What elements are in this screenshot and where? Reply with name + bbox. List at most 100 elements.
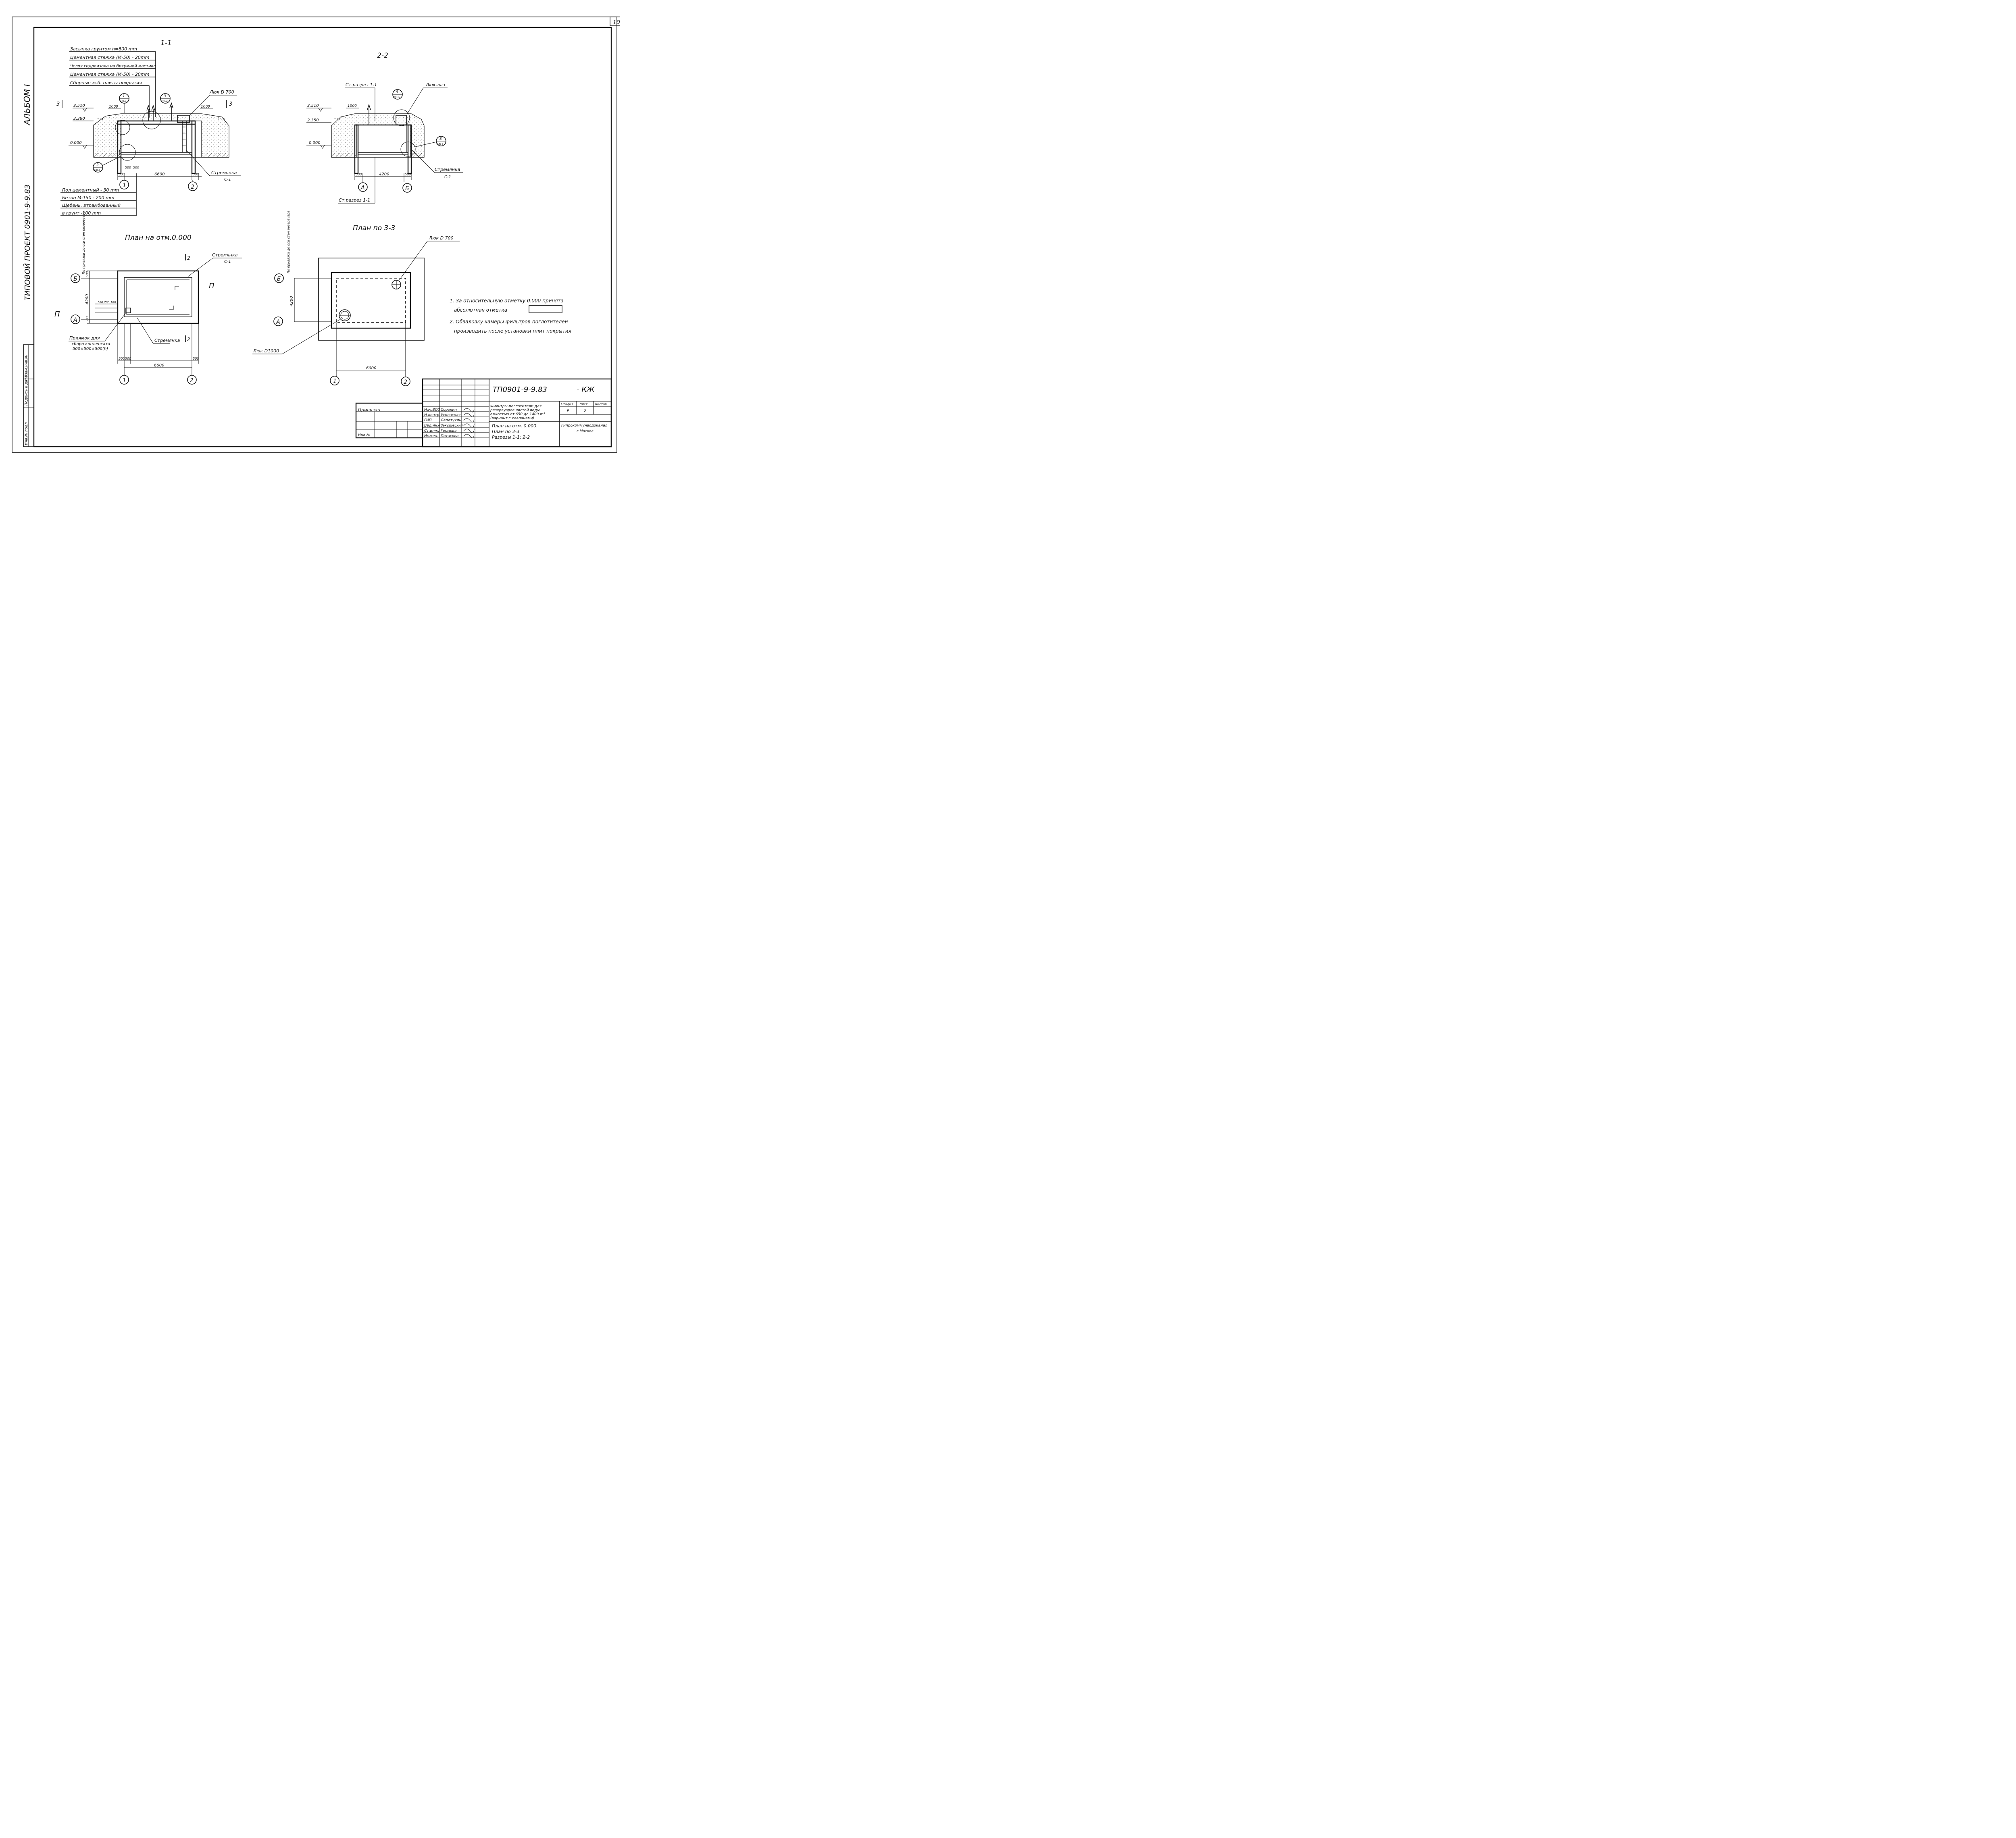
plan-000-ladder2-label: Стремянка — [154, 338, 180, 343]
slope-left: 1:15 — [96, 117, 103, 121]
ref-top-2-2: Ст.разрез 1-1 — [346, 82, 377, 87]
callout-3-num: 3 — [164, 94, 166, 98]
section-1-1: 1-1 Засыпка грунтом h=800 mm Цементная с… — [56, 39, 241, 216]
dim-1000-right: 1000 — [201, 105, 210, 109]
callout-1-code: КЖ-4 — [120, 100, 127, 103]
elev-3510: 3.510 — [73, 104, 85, 108]
tb-desc-1: Фильтры-поглотители для — [490, 404, 542, 408]
tb-org-2: г.Москва — [577, 429, 594, 433]
plan-3-3-hatch2: Люк D1000 — [253, 348, 279, 354]
callout-5-num: 5 — [396, 90, 398, 94]
plan-000-axis-b-label: Б — [73, 276, 77, 282]
callout-1-num: 1 — [123, 94, 125, 98]
cut-2-top: 2 — [187, 255, 190, 261]
plan-000-outer-wall — [117, 270, 199, 324]
slope-right: 1:15 — [218, 117, 225, 121]
axis-1-1-2-label: 2 — [191, 184, 194, 190]
callout-5-code: КЖ-5 — [393, 96, 400, 99]
layer-top-5: Сборные ж.б. плиты покрытия — [70, 80, 142, 85]
plan-000-axis-a-label: А — [73, 317, 77, 323]
layers-bottom-table: Пол цементный - 30 mm Бетон М-150 - 200 … — [60, 173, 137, 216]
plan-3-3-axis-b-label: Б — [277, 276, 281, 282]
section-2-2-title: 2-2 — [377, 52, 388, 60]
plan-000-title: План на отм.0.000 — [125, 234, 192, 242]
note-1a: 1. За относительную отметку 0.000 принят… — [450, 298, 564, 304]
callout-3-code: КЖ-4 — [161, 100, 168, 103]
sheet-number-box — [610, 17, 620, 26]
tb-name-4: Закудовский — [441, 424, 462, 427]
tb-code: ТП0901-9-9.83 — [493, 385, 547, 394]
layer-top-3: Чслоя гидроизола на битумной мастике — [70, 64, 156, 69]
plan-3-3: План по 3-3 По привязки до оси стен резе… — [252, 210, 460, 386]
ladder-code-2-2: С-1 — [444, 175, 451, 179]
layer-bottom-3: Щебень, втрамбованный — [62, 203, 121, 208]
cut-mark-right: П — [209, 282, 215, 290]
tb-desc-4: (вариант с клапанами) — [490, 416, 534, 420]
axis-1-1-1 — [119, 180, 129, 189]
cut-mark-3-right: 3 — [229, 101, 232, 107]
dim-500-2-2b: 500 — [405, 173, 411, 176]
callout-8-code: КЖ-5 — [437, 143, 444, 146]
hatch-label-2-2: Люк-лаз — [425, 82, 445, 87]
plan-000-ladder-label: Стремянка — [212, 252, 238, 258]
plan-3-3-axis-1-label: 1 — [333, 378, 337, 385]
ladder-1-1 — [182, 121, 187, 152]
hatch-d700-label-1-1: Люк D 700 — [209, 90, 234, 95]
plan-000-dim-500b: 500 — [85, 316, 89, 323]
left-stamp: Инв.№ подл. Подпись и дата Взам.инв.№ — [23, 344, 34, 447]
plan-000-axis-1-label: 1 — [123, 377, 126, 384]
plan-3-3-axis-2 — [401, 377, 410, 386]
note-1b: абсолютная отметка — [454, 307, 507, 313]
tb-name-6: Потасова — [441, 434, 458, 438]
plan-3-3-outer — [331, 272, 411, 329]
axis-1-1-2 — [188, 181, 198, 191]
pit-label-1: Приямок для — [69, 335, 100, 341]
tb-org-1: Гипрокоммунводоканал — [561, 424, 608, 428]
tb-role-2: Н.контр. — [424, 413, 440, 417]
stamp-sign: Подпись и дата — [25, 375, 29, 406]
plan-000-hdim-500a: 500 — [119, 357, 125, 360]
plan-3-3-axis-2-label: 2 — [404, 379, 407, 385]
plan-000: План на отм.0.000 По привязки до оси сте… — [54, 211, 242, 385]
layer-bottom-2: Бетон М-150 - 200 mm — [62, 195, 114, 200]
plan-000-dim-4200: 4200 — [85, 294, 90, 304]
wall-right-1-1 — [191, 120, 196, 174]
axis-1-1-1-label: 1 — [123, 182, 126, 189]
embankment-outline — [318, 258, 425, 341]
ladder-code-1-1: С-1 — [224, 177, 231, 182]
tb-role-1: Нач.ВСО — [424, 408, 440, 412]
callout-8-num: 8 — [439, 137, 442, 141]
elevations-1-1: 3.510 2.380 0.000 — [69, 104, 94, 149]
stamp-inv: Инв.№ подл. — [25, 421, 29, 445]
plan-000-hdim-6600: 6600 — [154, 363, 164, 368]
tb-role-6: Инжен. — [424, 434, 438, 438]
callout-2-code: КЖ-4 — [94, 169, 100, 172]
tb-desc-3: емкостью от 650 до 1400 m³ — [490, 412, 545, 416]
elev-3510-2-2: 3.510 — [307, 104, 319, 108]
cut-2-bottom: 2 — [187, 337, 190, 342]
tb-sheet-desc-3: Разрезы 1-1; 2-2 — [492, 435, 530, 440]
outer-frame — [12, 17, 617, 453]
tb-name-2: Успенская — [441, 413, 461, 417]
plan-3-3-dim-4200: 4200 — [289, 296, 294, 306]
elev-2380: 2.380 — [73, 117, 85, 121]
tb-role-3: ГИП — [424, 418, 432, 423]
plan-000-axis-b — [71, 273, 80, 283]
plan-000-side-note: По привязки до оси стен резервуара — [82, 211, 85, 274]
section-1-1-title: 1-1 — [160, 39, 172, 47]
elev-0000-2-2: 0.000 — [309, 141, 321, 145]
plan-000-dim-500a: 500 — [85, 271, 89, 277]
dim-500-a: 500 — [119, 173, 125, 176]
cut-mark-3-left: 3 — [56, 101, 60, 107]
plan-000-ladder-code: С-1 — [224, 260, 231, 264]
layer-top-1: Засыпка грунтом h=800 mm — [70, 46, 137, 52]
tb-suffix: - КЖ — [577, 385, 595, 394]
elev-0000: 0.000 — [70, 141, 82, 145]
ladder-label-1-1: Стремянка — [211, 170, 237, 175]
plan-3-3-hatch1: Люк D 700 — [429, 235, 454, 241]
tb-stage: Р — [567, 409, 569, 413]
tb-sheet-desc-1: План на отм. 0.000. — [492, 423, 538, 429]
project-label: ТИПОВОЙ ПРОЕКТ 0901-9-9.83 — [23, 184, 32, 300]
pit-label-2: сбора конденсата — [72, 341, 110, 346]
plan-000-axis-1 — [119, 375, 129, 385]
